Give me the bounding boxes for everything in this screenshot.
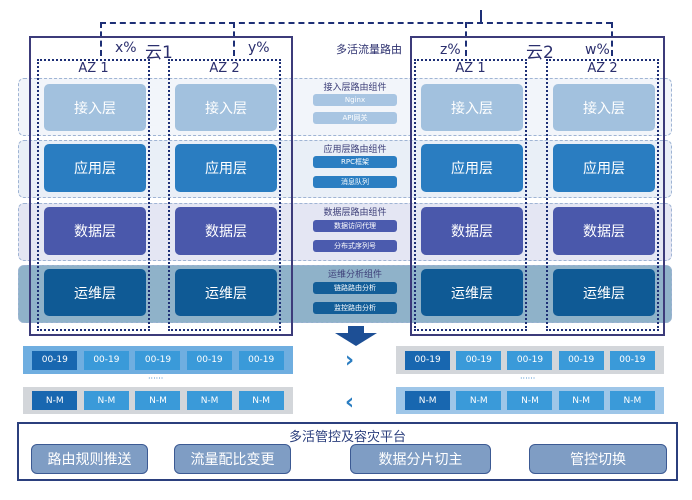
shard-row-left-2: N-M N-M N-M N-M N-M (23, 387, 293, 414)
ratio-z: z% (440, 42, 461, 58)
traffic-ratio-change-button[interactable]: 流量配比变更 (174, 444, 291, 474)
shard-cell: N-M (32, 391, 78, 410)
layer-app: 应用层 (175, 144, 277, 192)
shard-cell: 00-19 (83, 350, 129, 370)
component-item: API网关 (313, 112, 397, 124)
routing-line-y (233, 22, 235, 56)
layer-access: 接入层 (421, 84, 523, 131)
layer-ops: 运维层 (553, 269, 655, 316)
shard-row-left-1: 00-19 00-19 00-19 00-19 00-19 (23, 346, 293, 374)
shard-row-right-2: N-M N-M N-M N-M N-M (396, 387, 664, 414)
layer-data: 数据层 (421, 207, 523, 255)
layer-access: 接入层 (44, 84, 146, 131)
component-item: 链路路由分析 (313, 282, 397, 294)
cloud-1-az-2-label: AZ 2 (209, 61, 240, 76)
shard-cell: 00-19 (238, 350, 284, 370)
platform-title: 多活管控及容灾平台 (288, 430, 406, 445)
routing-line-x (100, 22, 102, 56)
shard-cell: N-M (187, 391, 233, 410)
cloud-2-az-2 (546, 59, 659, 331)
component-group-data: 数据层路由组件 数据访问代理 分布式序列号 (305, 203, 405, 261)
layer-data: 数据层 (553, 207, 655, 255)
layer-ops: 运维层 (175, 269, 277, 316)
shard-cell: N-M (507, 391, 553, 410)
cloud-1-az-2 (168, 59, 281, 331)
shard-cell: 00-19 (187, 350, 233, 370)
component-item: Nginx (313, 94, 397, 106)
data-shard-switch-button[interactable]: 数据分片切主 (350, 444, 491, 474)
shard-cell: 00-19 (558, 350, 604, 370)
shard-row-right-1: 00-19 00-19 00-19 00-19 00-19 (396, 346, 664, 374)
ratio-w: w% (585, 42, 610, 58)
component-group-access: 接入层路由组件 Nginx API网关 (305, 78, 405, 136)
arrow-right-icon: › (345, 348, 355, 373)
ratio-y: y% (248, 40, 270, 56)
shard-cell: 00-19 (32, 350, 78, 370)
component-item: RPC框架 (313, 156, 397, 168)
component-title: 运维分析组件 (327, 270, 382, 280)
shard-cell: N-M (558, 391, 604, 410)
routing-line-w (611, 22, 613, 56)
page-title: 多活流量路由 (336, 43, 402, 56)
component-item: 监控路由分析 (313, 302, 397, 314)
shard-cell: N-M (405, 391, 451, 410)
routing-line-z (465, 22, 467, 56)
cloud-2-label: 云2 (526, 43, 554, 63)
ratio-x: x% (115, 40, 137, 56)
shard-cell: 00-19 (135, 350, 181, 370)
component-title: 应用层路由组件 (323, 145, 387, 155)
layer-access: 接入层 (553, 84, 655, 131)
shard-cell: N-M (456, 391, 502, 410)
route-rule-push-button[interactable]: 路由规则推送 (31, 444, 148, 474)
shard-cell: 00-19 (507, 350, 553, 370)
component-group-app: 应用层路由组件 RPC框架 消息队列 (305, 140, 405, 198)
shard-cell: N-M (238, 391, 284, 410)
routing-line-top (100, 22, 612, 24)
layer-ops: 运维层 (421, 269, 523, 316)
shard-cell: N-M (135, 391, 181, 410)
cloud-2-az-1 (414, 59, 527, 331)
routing-line-source (480, 10, 482, 22)
component-group-ops: 运维分析组件 链路路由分析 监控路由分析 (305, 265, 405, 323)
component-item: 数据访问代理 (313, 220, 397, 232)
layer-app: 应用层 (44, 144, 146, 192)
cloud-2-az-2-label: AZ 2 (587, 61, 618, 76)
layer-app: 应用层 (553, 144, 655, 192)
shard-cell: N-M (609, 391, 655, 410)
down-arrow-icon (335, 326, 377, 346)
component-title: 接入层路由组件 (323, 83, 387, 93)
cloud-1-label: 云1 (145, 43, 173, 63)
cloud-1-az-1-label: AZ 1 (78, 61, 109, 76)
shard-ellipsis-right: ······ (520, 374, 536, 383)
component-title: 数据层路由组件 (323, 208, 387, 218)
layer-data: 数据层 (175, 207, 277, 255)
layer-data: 数据层 (44, 207, 146, 255)
component-item: 消息队列 (313, 176, 397, 188)
cloud-1-frame (29, 36, 293, 336)
layer-access: 接入层 (175, 84, 277, 131)
shard-cell: N-M (83, 391, 129, 410)
control-platform: 多活管控及容灾平台 路由规则推送 流量配比变更 数据分片切主 管控切换 (17, 422, 678, 481)
cloud-2-az-1-label: AZ 1 (455, 61, 486, 76)
shard-cell: 00-19 (609, 350, 655, 370)
component-item: 分布式序列号 (313, 240, 397, 252)
shard-ellipsis-left: ······ (148, 374, 164, 383)
shard-cell: 00-19 (456, 350, 502, 370)
control-switch-button[interactable]: 管控切换 (529, 444, 667, 474)
arrow-left-icon: ‹ (345, 390, 355, 415)
shard-cell: 00-19 (405, 350, 451, 370)
cloud-2-frame (410, 36, 665, 336)
layer-app: 应用层 (421, 144, 523, 192)
cloud-1-az-1 (37, 59, 150, 331)
layer-ops: 运维层 (44, 269, 146, 316)
